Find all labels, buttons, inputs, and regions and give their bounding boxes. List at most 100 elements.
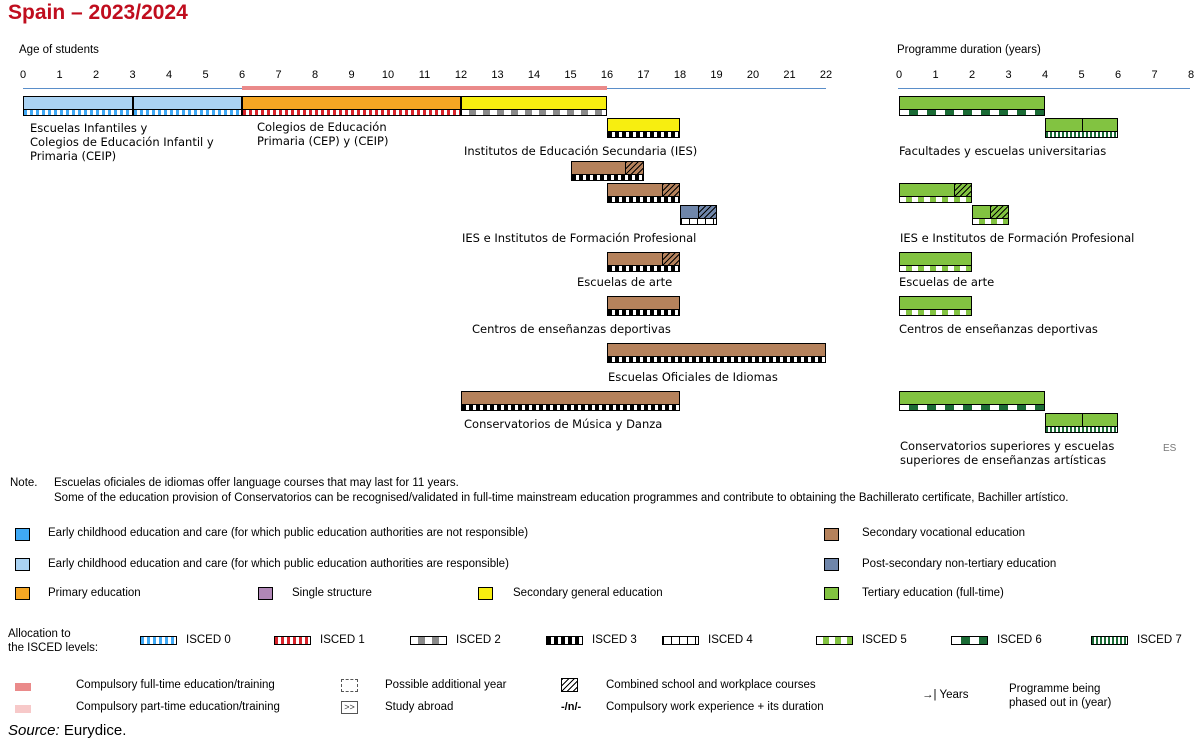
age-tick-label: 11: [418, 69, 431, 81]
note-line-1: Escuelas oficiales de idiomas offer lang…: [54, 477, 459, 489]
compulsory-education-line: [242, 86, 607, 90]
isced-allocation-strip: [607, 265, 680, 272]
isced-legend-label: ISCED 6: [997, 634, 1042, 646]
programme-label-facultades: Facultades y escuelas universitarias: [899, 144, 1107, 158]
page-title: Spain – 2023/2024: [8, 1, 188, 24]
duration-programme-bar: [899, 252, 972, 266]
legend-tertiary: Tertiary education (full-time): [862, 587, 1004, 599]
legend-ecec-not-responsible: Early childhood education and care (for …: [48, 527, 529, 539]
age-tick-label: 1: [56, 69, 63, 81]
age-tick-label: 8: [311, 69, 319, 81]
programme-label-escuelas-arte: Escuelas de arte: [577, 275, 673, 289]
isced-allocation-strip: [607, 196, 680, 203]
isced-swatch: [662, 636, 699, 645]
age-tick-label: 18: [673, 69, 687, 81]
programme-label-escuelas-infantiles: Escuelas Infantiles y Colegios de Educac…: [30, 121, 214, 163]
age-programme-bar: [242, 96, 461, 110]
isced-allocation-strip: [899, 309, 972, 316]
legend-primary: Primary education: [48, 587, 141, 599]
age-axis-label: Age of students: [19, 44, 99, 56]
age-tick-label: 22: [819, 69, 833, 81]
age-tick-label: 4: [165, 69, 173, 81]
duration-programme-bar: [899, 96, 1045, 110]
age-tick-label: 15: [564, 69, 577, 81]
isced-swatch: [951, 636, 988, 645]
combined-courses-hatch: [953, 184, 971, 196]
duration-programme-bar: [1045, 413, 1118, 427]
duration-tick-label: 6: [1114, 69, 1122, 81]
age-tick-label: 5: [202, 69, 209, 81]
isced-allocation-strip: [899, 109, 1045, 116]
duration-programme-bar: [899, 183, 972, 197]
age-tick-label: 7: [275, 69, 282, 81]
isced-allocation-strip: [899, 404, 1045, 411]
country-code: ES: [1163, 443, 1177, 454]
phased-out-years-icon: →| Years: [922, 689, 969, 701]
legend-swatch-compulsory-part: [15, 705, 31, 713]
year-divider: [1081, 119, 1083, 131]
isced-allocation-strip: [23, 109, 133, 116]
work-experience-icon: -/n/-: [561, 701, 582, 713]
duration-programme-bar: [1045, 118, 1118, 132]
legend-post-secondary: Post-secondary non-tertiary education: [862, 558, 1057, 570]
combined-courses-hatch: [661, 184, 679, 196]
legend-swatch-possible-year: [341, 679, 358, 692]
legend-single-structure: Single structure: [292, 587, 372, 599]
combined-courses-hatch: [625, 162, 643, 174]
age-programme-bar: [607, 296, 680, 310]
legend-combined-courses: Combined school and workplace courses: [606, 679, 816, 691]
legend-phased-out: Programme being phased out in (year): [1009, 683, 1112, 709]
legend-swatch-secondary-vocational: [824, 528, 839, 541]
programme-label-conservatorios-superiores: Conservatorios superiores y escuelas sup…: [900, 439, 1115, 467]
isced-swatch: [140, 636, 177, 645]
age-tick-label: 21: [783, 69, 796, 81]
duration-programme-bar: [972, 205, 1009, 219]
age-programme-bar: [607, 343, 826, 357]
legend-swatch-tertiary: [824, 587, 839, 600]
duration-tick-label: 5: [1078, 69, 1085, 81]
legend-swatch-secondary-general: [478, 587, 493, 600]
isced-legend-label: ISCED 5: [862, 634, 907, 646]
legend-swatch-compulsory-full: [15, 683, 31, 691]
isced-allocation-strip: [461, 109, 607, 116]
age-programme-bar: [607, 183, 680, 197]
duration-tick-label: 2: [968, 69, 976, 81]
isced-swatch: [816, 636, 853, 645]
isced-allocation-strip: [607, 309, 680, 316]
year-divider: [1081, 414, 1083, 426]
isced-legend-label: ISCED 2: [456, 634, 501, 646]
programme-label-cep-ceip: Colegios de Educación Primaria (CEP) y (…: [257, 120, 389, 148]
isced-allocation-strip: [1045, 426, 1118, 433]
isced-allocation-strip: [1045, 131, 1118, 138]
age-tick-label: 3: [129, 69, 136, 81]
programme-label-escuelas-arte-tertiary: Escuelas de arte: [899, 275, 995, 289]
age-programme-bar: [461, 96, 607, 110]
duration-tick-label: 8: [1187, 69, 1195, 81]
programme-label-ies-fp: IES e Institutos de Formación Profesiona…: [462, 231, 697, 245]
legend-work-experience: Compulsory work experience + its duratio…: [606, 701, 824, 713]
programme-label-idiomas: Escuelas Oficiales de Idiomas: [608, 370, 778, 384]
age-tick-label: 14: [527, 69, 541, 81]
age-programme-bar: [607, 118, 680, 132]
isced-allocation-strip: [972, 218, 1009, 225]
age-tick-label: 9: [348, 69, 355, 81]
isced-allocation-strip: [899, 196, 972, 203]
duration-axis-label: Programme duration (years): [897, 44, 1041, 56]
isced-allocation-strip: [607, 131, 680, 138]
age-programme-bar: [23, 96, 133, 110]
source-text: Eurydice.: [59, 722, 127, 739]
isced-legend-label: ISCED 1: [320, 634, 365, 646]
legend-swatch-single-structure: [258, 587, 273, 600]
programme-label-centros-deportivas-tertiary: Centros de enseñanzas deportivas: [899, 322, 1098, 336]
age-tick-label: 16: [600, 69, 614, 81]
legend-secondary-general: Secondary general education: [513, 587, 663, 599]
isced-allocation-strip: [570, 174, 644, 181]
note-line-2: Some of the education provision of Conse…: [54, 492, 1069, 504]
age-programme-bar: [461, 391, 680, 405]
isced-allocation-strip: [132, 109, 242, 116]
isced-swatch: [1091, 636, 1128, 645]
duration-axis-line: [898, 88, 1190, 89]
isced-swatch: [546, 636, 583, 645]
isced-legend-label: ISCED 0: [186, 634, 231, 646]
study-abroad-icon: >>: [341, 701, 358, 714]
